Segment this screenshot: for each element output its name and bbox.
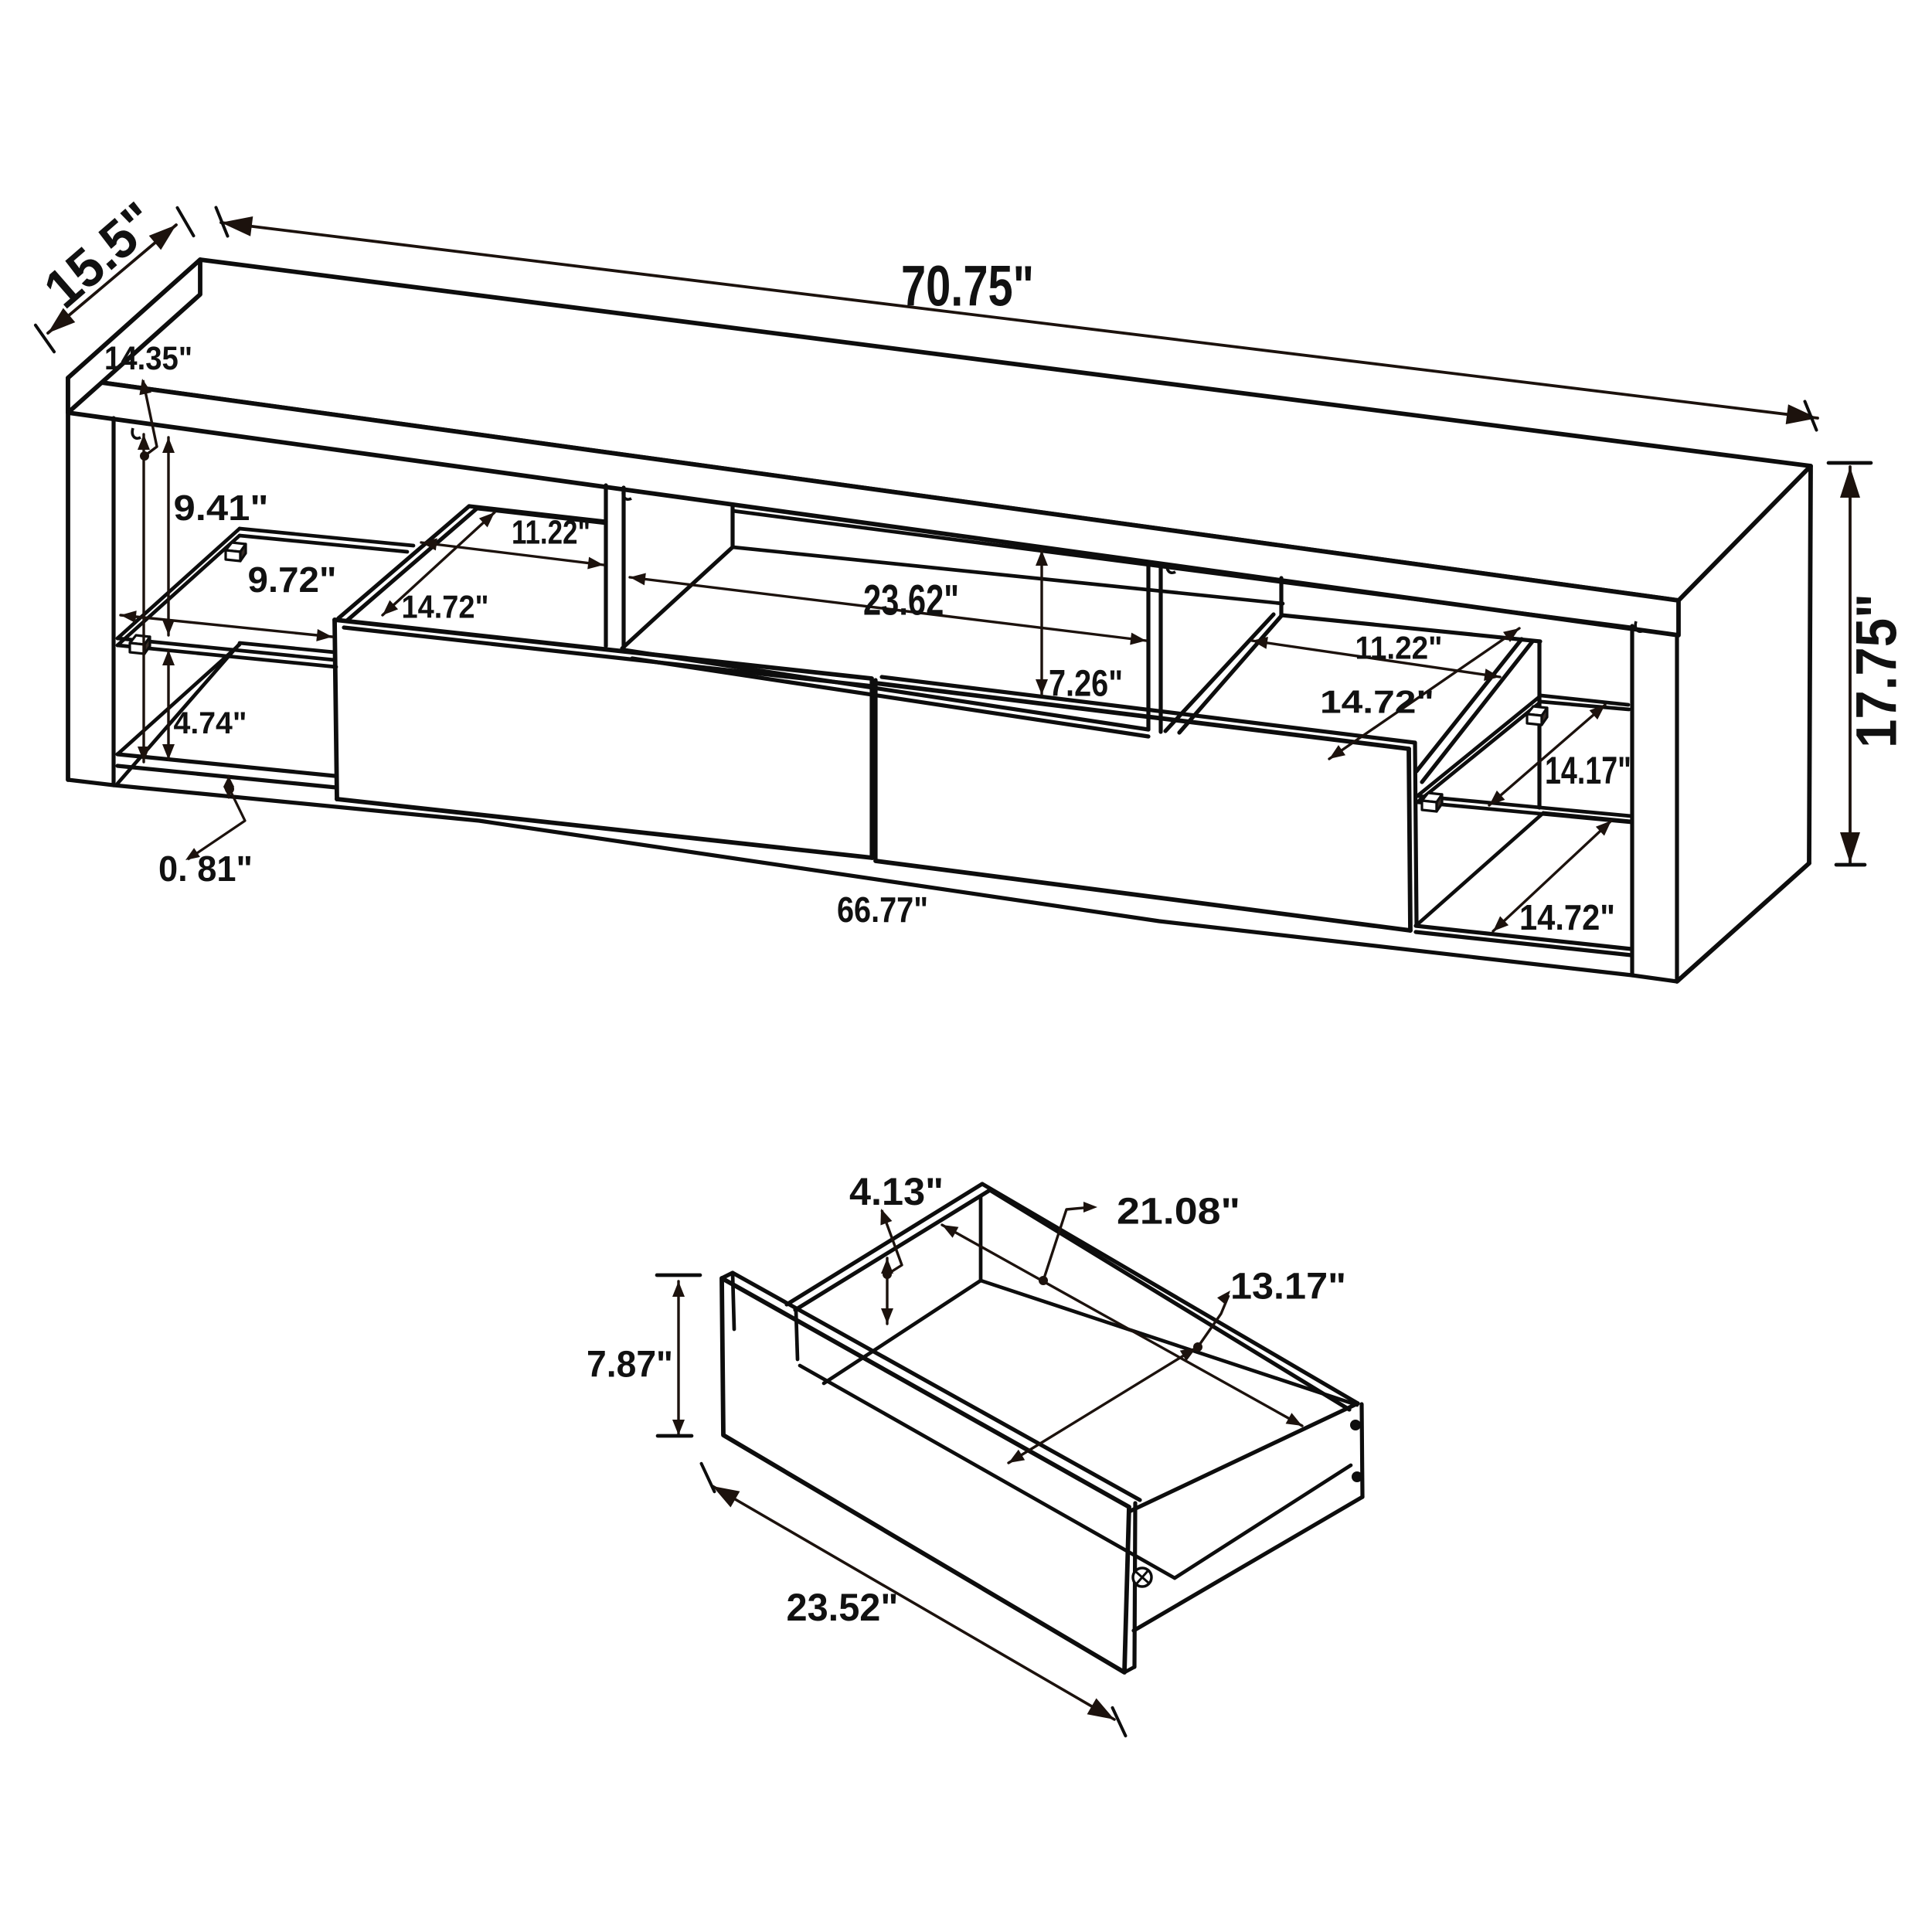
svg-text:23.52": 23.52" [787, 1586, 899, 1629]
svg-text:14.72": 14.72" [402, 589, 489, 625]
svg-text:66.77": 66.77" [837, 889, 928, 930]
svg-text:70.75": 70.75" [901, 254, 1034, 318]
svg-text:11.22": 11.22" [512, 514, 590, 552]
svg-text:4.13": 4.13" [849, 1170, 944, 1213]
svg-text:13.17": 13.17" [1230, 1267, 1346, 1308]
svg-text:7.87": 7.87" [587, 1345, 673, 1386]
svg-text:7.26": 7.26" [1049, 664, 1123, 705]
svg-text:4.74": 4.74" [174, 706, 247, 740]
svg-text:23.62": 23.62" [863, 576, 959, 624]
svg-text:21.08": 21.08" [1117, 1192, 1240, 1233]
svg-text:0. 81": 0. 81" [158, 849, 253, 889]
svg-text:14.72": 14.72" [1320, 684, 1434, 720]
svg-text:9.41": 9.41" [174, 488, 269, 528]
svg-text:14.72": 14.72" [1519, 897, 1615, 937]
svg-text:14.17": 14.17" [1545, 749, 1631, 792]
svg-text:17.75": 17.75" [1845, 594, 1909, 748]
svg-text:14.35": 14.35" [104, 340, 192, 377]
svg-text:9.72": 9.72" [248, 560, 337, 600]
svg-text:11.22": 11.22" [1355, 630, 1443, 666]
